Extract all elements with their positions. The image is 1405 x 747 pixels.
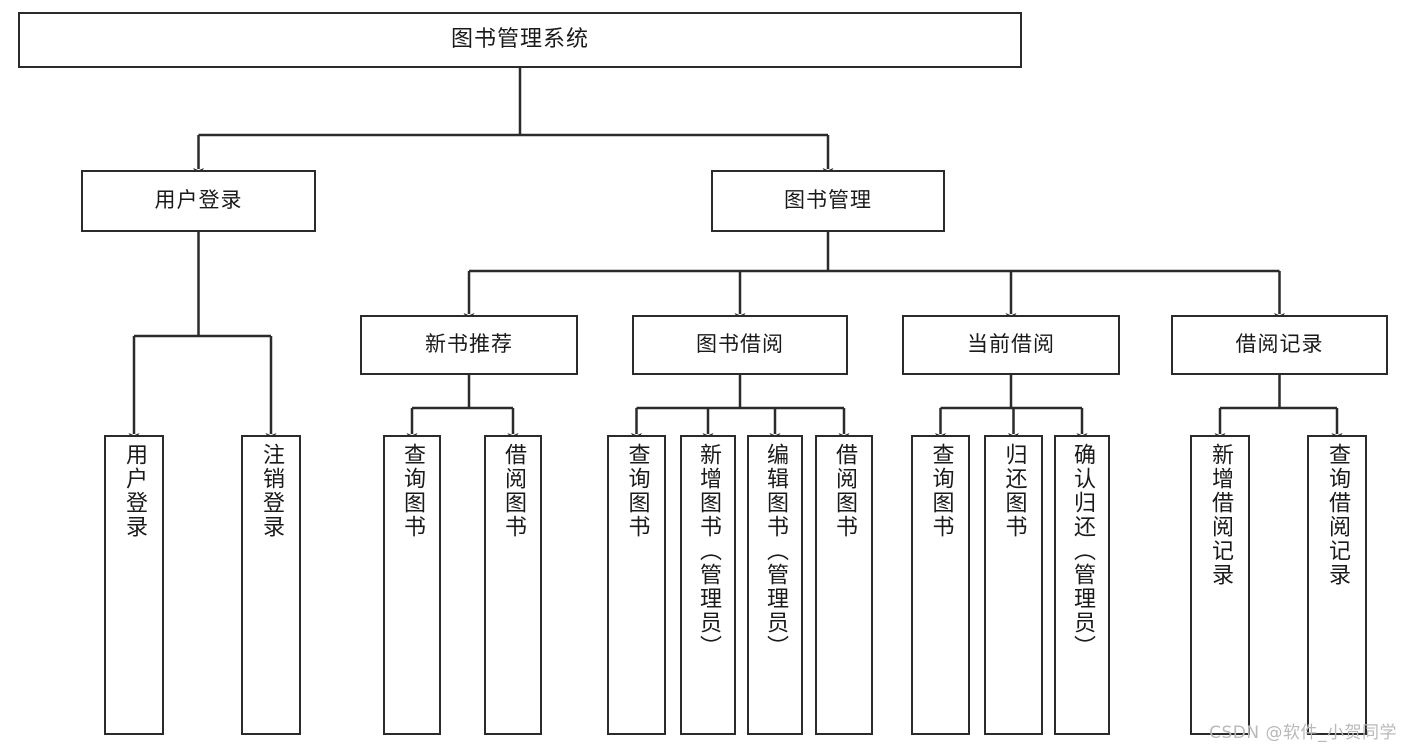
node-label: 确认归还（管理员） bbox=[1069, 443, 1095, 659]
node-label: 用户登录 bbox=[154, 188, 243, 213]
node-leaf-query-book-1[interactable]: 查询图书 bbox=[383, 435, 441, 735]
node-book-manage[interactable]: 图书管理 bbox=[711, 170, 945, 232]
node-leaf-edit-book[interactable]: 编辑图书（管理员） bbox=[747, 435, 803, 735]
node-book-borrow[interactable]: 图书借阅 bbox=[632, 315, 848, 375]
node-leaf-confirm-return[interactable]: 确认归还（管理员） bbox=[1054, 435, 1110, 735]
node-label: 借阅图书 bbox=[831, 443, 857, 539]
node-label: 用户登录 bbox=[121, 443, 147, 539]
node-leaf-query-book-3[interactable]: 查询图书 bbox=[911, 435, 970, 735]
node-leaf-borrow-book-1[interactable]: 借阅图书 bbox=[484, 435, 542, 735]
node-label: 图书借阅 bbox=[696, 332, 784, 357]
node-root[interactable]: 图书管理系统 bbox=[18, 12, 1022, 68]
node-label: 图书管理系统 bbox=[450, 26, 589, 52]
node-label: 查询图书 bbox=[399, 443, 425, 539]
node-label: 图书管理 bbox=[784, 188, 872, 213]
node-leaf-user-login[interactable]: 用户登录 bbox=[104, 435, 164, 735]
watermark: CSDN @软件_小贺同学 bbox=[1209, 723, 1397, 743]
node-label: 归还图书 bbox=[1001, 443, 1027, 539]
node-user-login[interactable]: 用户登录 bbox=[81, 170, 316, 232]
node-label: 注销登录 bbox=[258, 443, 284, 539]
node-leaf-return-book[interactable]: 归还图书 bbox=[984, 435, 1043, 735]
node-label: 编辑图书（管理员） bbox=[762, 443, 788, 659]
node-label: 当前借阅 bbox=[967, 332, 1055, 357]
node-label: 借阅图书 bbox=[500, 443, 526, 539]
node-label: 新增图书（管理员） bbox=[695, 443, 721, 659]
node-label: 查询借阅记录 bbox=[1324, 443, 1350, 587]
node-label: 新书推荐 bbox=[425, 332, 513, 357]
node-label: 借阅记录 bbox=[1235, 332, 1324, 357]
node-current-borrow[interactable]: 当前借阅 bbox=[902, 315, 1120, 375]
node-leaf-query-record[interactable]: 查询借阅记录 bbox=[1307, 435, 1367, 735]
node-label: 查询图书 bbox=[928, 443, 954, 539]
node-label: 查询图书 bbox=[624, 443, 650, 539]
connector-lines bbox=[128, 68, 1343, 442]
node-label: 新增借阅记录 bbox=[1207, 443, 1233, 587]
node-leaf-add-book[interactable]: 新增图书（管理员） bbox=[680, 435, 736, 735]
node-borrow-record[interactable]: 借阅记录 bbox=[1171, 315, 1388, 375]
node-leaf-logout[interactable]: 注销登录 bbox=[241, 435, 301, 735]
node-new-book-rec[interactable]: 新书推荐 bbox=[360, 315, 578, 375]
node-leaf-add-record[interactable]: 新增借阅记录 bbox=[1190, 435, 1250, 735]
node-leaf-query-book-2[interactable]: 查询图书 bbox=[607, 435, 666, 735]
node-leaf-borrow-book-2[interactable]: 借阅图书 bbox=[815, 435, 873, 735]
